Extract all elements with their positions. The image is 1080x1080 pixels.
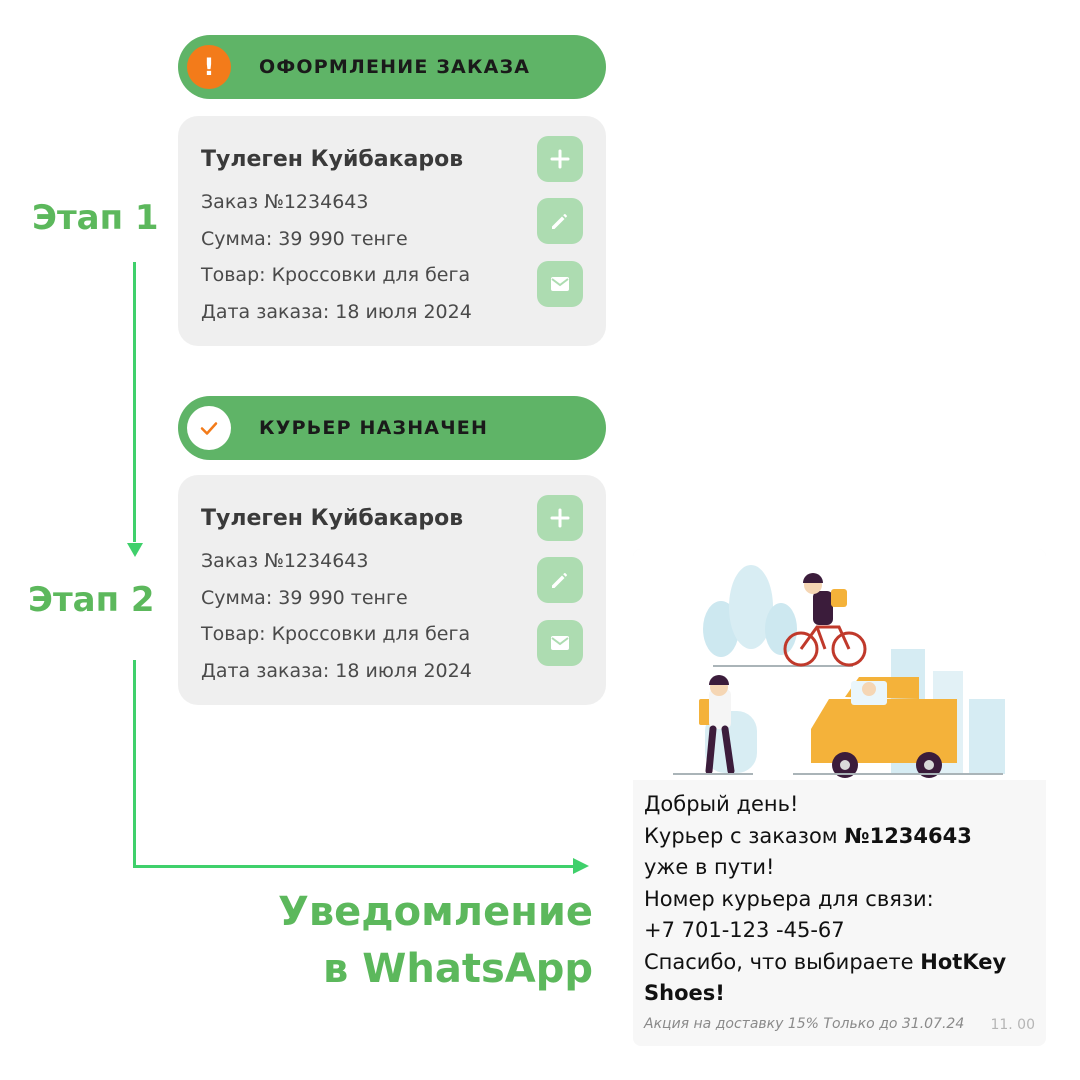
plus-icon	[550, 508, 570, 528]
envelope-icon	[551, 636, 569, 650]
order-number: Заказ №1234643	[201, 550, 369, 572]
delivery-illustration	[633, 549, 1046, 780]
envelope-icon	[551, 277, 569, 291]
order-card: Тулеген Куйбакаров Заказ №1234643 Сумма:…	[178, 116, 606, 346]
order-product: Товар: Кроссовки для бега	[201, 623, 471, 645]
phone-label: Номер курьера для связи:	[644, 886, 934, 911]
whatsapp-headline: Уведомление в WhatsApp	[278, 884, 593, 998]
whatsapp-message: Добрый день! Курьер с заказом №1234643 у…	[633, 549, 1046, 1046]
stage-1-label: Этап 1	[32, 198, 159, 238]
plus-icon	[550, 149, 570, 169]
flow-line-stage-2	[133, 660, 136, 867]
customer-name: Тулеген Куйбакаров	[201, 147, 464, 172]
headline-line-2: в WhatsApp	[323, 946, 593, 992]
checkmark-icon	[187, 406, 231, 450]
message-button[interactable]	[537, 261, 583, 307]
message-button[interactable]	[537, 620, 583, 666]
status-label: КУРЬЕР НАЗНАЧЕН	[259, 417, 489, 439]
add-button[interactable]	[537, 495, 583, 541]
brand-name: HotKey Shoes!	[644, 949, 1007, 1006]
customer-name: Тулеген Куйбакаров	[201, 506, 464, 531]
stage-2-label: Этап 2	[28, 580, 155, 620]
greeting: Добрый день!	[644, 792, 799, 816]
status-order-created: ! ОФОРМЛЕНИЕ ЗАКАЗА	[178, 35, 606, 99]
order-card: Тулеген Куйбакаров Заказ №1234643 Сумма:…	[178, 475, 606, 705]
edit-button[interactable]	[537, 198, 583, 244]
pencil-icon	[552, 214, 567, 229]
order-number: Заказ №1234643	[201, 191, 369, 213]
flow-line-stage-1	[133, 262, 136, 542]
flow-line-to-whatsapp	[133, 865, 576, 868]
courier-line: Курьер с заказом №1234643	[644, 823, 972, 848]
exclamation-icon: !	[187, 45, 231, 89]
status-label: ОФОРМЛЕНИЕ ЗАКАЗА	[259, 56, 531, 78]
headline-line-1: Уведомление	[278, 889, 593, 935]
message-body: Добрый день! Курьер с заказом №1234643 у…	[644, 789, 1036, 1010]
order-date: Дата заказа: 18 июля 2024	[201, 660, 472, 682]
order-sum: Сумма: 39 990 тенге	[201, 228, 408, 250]
order-sum: Сумма: 39 990 тенге	[201, 587, 408, 609]
pencil-icon	[552, 573, 567, 588]
order-date: Дата заказа: 18 июля 2024	[201, 301, 472, 323]
edit-button[interactable]	[537, 557, 583, 603]
add-button[interactable]	[537, 136, 583, 182]
on-way-line: уже в пути!	[644, 855, 775, 879]
thanks-line: Спасибо, что выбираете HotKey Shoes!	[644, 949, 1007, 1006]
arrow-down-icon	[127, 543, 143, 557]
order-product: Товар: Кроссовки для бега	[201, 264, 471, 286]
order-number-bold: №1234643	[844, 823, 972, 848]
arrow-right-icon	[573, 858, 589, 874]
courier-phone: +7 701-123 -45-67	[644, 918, 845, 942]
promo-text: Акция на доставку 15% Только до 31.07.24	[644, 1016, 965, 1032]
status-courier-assigned: КУРЬЕР НАЗНАЧЕН	[178, 396, 606, 460]
message-time: 11. 00	[990, 1017, 1035, 1033]
